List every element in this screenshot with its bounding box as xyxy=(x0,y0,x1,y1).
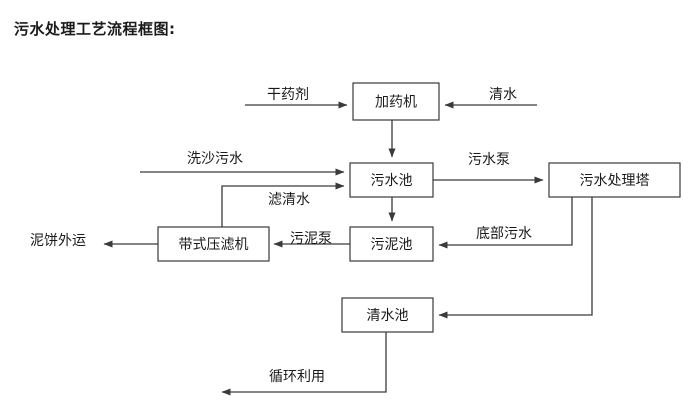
node-label-belt-filter-press: 带式压滤机 xyxy=(179,237,249,253)
edge-label-dry-reagent: 干药剂 xyxy=(267,87,309,103)
edge-label-bottom-wastewater: 底部污水 xyxy=(476,226,532,242)
node-label-treatment-tower: 污水处理塔 xyxy=(580,173,650,189)
node-label-clean-water-pool: 清水池 xyxy=(367,308,409,324)
node-box-clean-water-pool xyxy=(341,297,434,333)
edge-label-recycle-reuse: 循环利用 xyxy=(269,369,325,385)
node-label-sludge-pool: 污泥池 xyxy=(371,237,413,253)
node-wastewater-pool[interactable]: 污水池 xyxy=(349,162,434,198)
node-box-sludge-pool xyxy=(349,226,434,262)
edge-label-clean-water-in: 清水 xyxy=(489,87,517,103)
node-label-dosing-machine: 加药机 xyxy=(375,95,417,111)
node-sludge-pool[interactable]: 污泥池 xyxy=(349,226,434,262)
node-box-wastewater-pool xyxy=(349,162,434,198)
edge-label-filtered-water: 滤清水 xyxy=(268,192,310,208)
connector-tower-to-sludge-pool xyxy=(438,197,573,249)
node-dosing-machine[interactable]: 加药机 xyxy=(352,82,440,121)
node-label-wastewater-pool: 污水池 xyxy=(371,173,413,189)
edge-label-wastewater-pump: 污水泵 xyxy=(468,152,510,168)
node-treatment-tower[interactable]: 污水处理塔 xyxy=(548,162,681,198)
node-box-belt-filter-press xyxy=(157,226,270,262)
node-clean-water-pool[interactable]: 清水池 xyxy=(341,297,434,333)
connector-filtered-to-wastewater-pool xyxy=(221,182,345,227)
connections-layer xyxy=(103,101,593,396)
edge-label-mud-cake-out: 泥饼外运 xyxy=(30,233,86,249)
edge-label-sludge-pump: 污泥泵 xyxy=(290,231,332,247)
node-belt-filter-press[interactable]: 带式压滤机 xyxy=(157,226,270,262)
node-box-treatment-tower xyxy=(548,162,681,198)
node-box-dosing-machine xyxy=(352,82,440,121)
edge-label-sand-wash-water: 洗沙污水 xyxy=(187,151,243,167)
connector-clean-pool-to-recycle xyxy=(221,332,387,396)
connector-tower-to-clean-water-pool xyxy=(438,197,593,319)
page-title: 污水处理工艺流程框图: xyxy=(14,20,176,38)
